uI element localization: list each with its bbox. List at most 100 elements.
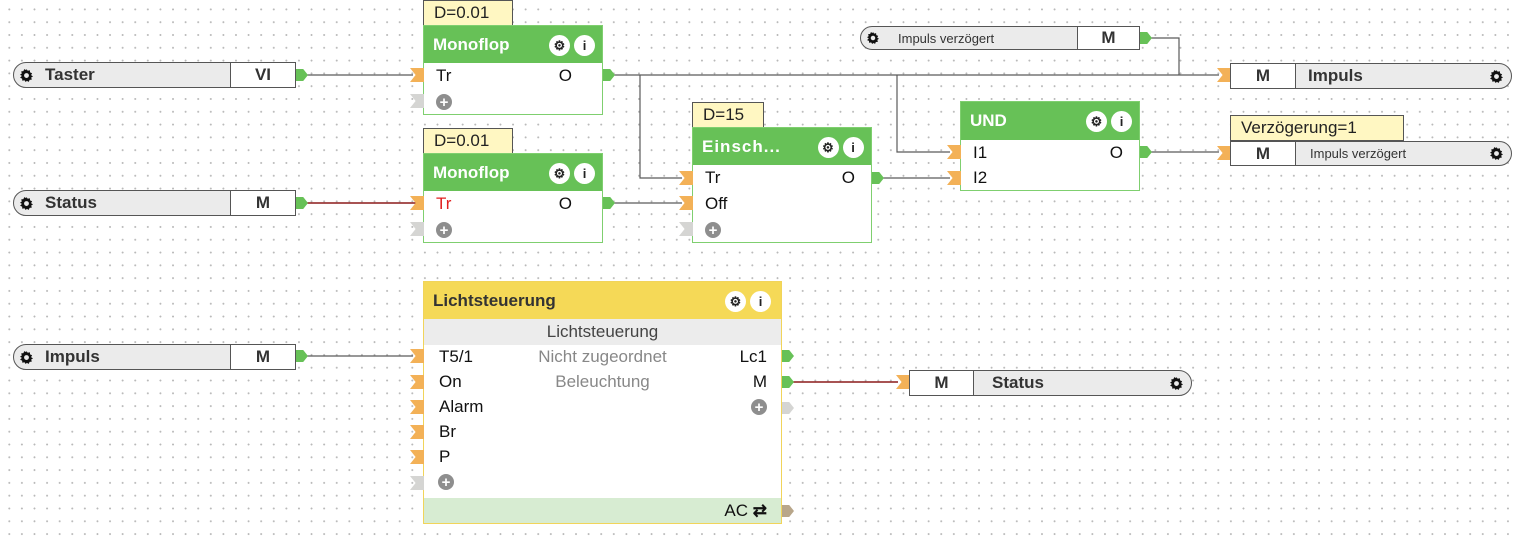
- input-label: Off: [705, 194, 728, 213]
- center-line: Nicht zugeordnet: [538, 347, 667, 366]
- input-impuls-verzoegert[interactable]: Impuls verzögert M: [860, 26, 1140, 50]
- input-label: P: [439, 447, 451, 466]
- input-type: M: [230, 191, 295, 215]
- input-label: Alarm: [439, 397, 484, 416]
- input-label-inverted: Tr: [436, 194, 452, 213]
- param-label[interactable]: D=0.01: [423, 128, 513, 154]
- input-port-add[interactable]: [410, 222, 424, 236]
- input-port[interactable]: [410, 375, 424, 389]
- param-label[interactable]: D=0.01: [423, 0, 513, 26]
- output-port[interactable]: [296, 350, 308, 362]
- input-port[interactable]: [1217, 146, 1231, 160]
- info-icon[interactable]: i: [750, 291, 771, 312]
- output-port[interactable]: [872, 172, 884, 184]
- block-footer: AC ⇄: [424, 498, 781, 523]
- gear-icon[interactable]: [1489, 147, 1503, 161]
- input-port[interactable]: [410, 349, 424, 363]
- output-type: M: [1231, 142, 1296, 165]
- output-status[interactable]: M Status: [909, 370, 1192, 396]
- output-port[interactable]: [1140, 32, 1152, 44]
- gear-icon[interactable]: ⚙: [818, 137, 839, 158]
- input-impuls[interactable]: Impuls M: [13, 344, 296, 370]
- input-port[interactable]: [679, 196, 693, 210]
- input-taster[interactable]: Taster VI: [13, 62, 296, 88]
- input-port[interactable]: [410, 400, 424, 414]
- output-label: O: [841, 168, 855, 187]
- input-type: M: [1077, 27, 1139, 49]
- info-icon[interactable]: i: [1111, 111, 1132, 132]
- gear-icon[interactable]: [1489, 69, 1503, 83]
- input-port[interactable]: [679, 171, 693, 185]
- center-line: Beleuchtung: [555, 372, 650, 391]
- output-label: O: [558, 194, 572, 213]
- input-label: T5/1: [439, 347, 474, 366]
- input-label: I2: [973, 167, 988, 187]
- gear-icon[interactable]: ⚙: [549, 163, 570, 184]
- input-name: Status: [45, 193, 97, 212]
- output-port[interactable]: [603, 197, 615, 209]
- block-title: Einsch...: [702, 136, 781, 156]
- footer-label: AC: [724, 501, 749, 520]
- info-icon[interactable]: i: [574, 163, 595, 184]
- input-name: Impuls verzögert: [898, 30, 995, 46]
- input-port[interactable]: [947, 145, 961, 159]
- output-label: M: [752, 372, 767, 391]
- output-port-ac[interactable]: [782, 505, 794, 517]
- input-port[interactable]: [410, 425, 424, 439]
- output-port[interactable]: [603, 69, 615, 81]
- output-port[interactable]: [782, 350, 794, 362]
- input-label: I1: [973, 142, 988, 162]
- gear-icon[interactable]: [1169, 376, 1183, 390]
- output-impuls[interactable]: M Impuls: [1230, 63, 1512, 89]
- gear-icon[interactable]: [19, 350, 33, 364]
- add-input-icon[interactable]: +: [436, 222, 452, 238]
- input-port[interactable]: [947, 171, 961, 185]
- gear-icon[interactable]: ⚙: [549, 35, 570, 56]
- block-title: Monoflop: [433, 34, 510, 54]
- output-label: O: [1109, 142, 1123, 162]
- input-label: On: [439, 372, 462, 391]
- block-lichtsteuerung[interactable]: Lichtsteuerung ⚙i Lichtsteuerung T5/1 Ni…: [423, 281, 782, 524]
- output-name: Status: [992, 373, 1044, 392]
- input-type: M: [230, 345, 295, 369]
- info-icon[interactable]: i: [574, 35, 595, 56]
- param-label[interactable]: D=15: [692, 102, 764, 128]
- output-port-add[interactable]: [782, 402, 794, 414]
- input-port-add[interactable]: [410, 94, 424, 108]
- gear-icon[interactable]: ⚙: [725, 291, 746, 312]
- block-subtitle: Lichtsteuerung: [424, 319, 781, 345]
- info-icon[interactable]: i: [843, 137, 864, 158]
- wire-impulsverz-impuls: [1150, 37, 1180, 75]
- input-port[interactable]: [1217, 68, 1231, 82]
- add-input-icon[interactable]: +: [438, 474, 454, 490]
- param-label[interactable]: Verzögerung=1: [1230, 115, 1404, 141]
- input-status[interactable]: Status M: [13, 190, 296, 216]
- output-port[interactable]: [782, 376, 794, 388]
- input-port[interactable]: [410, 450, 424, 464]
- swap-arrows-icon: ⇄: [752, 501, 767, 520]
- add-input-icon[interactable]: +: [705, 222, 721, 238]
- input-type: VI: [230, 63, 295, 87]
- gear-icon[interactable]: ⚙: [1086, 111, 1107, 132]
- output-port[interactable]: [296, 69, 308, 81]
- add-output-icon[interactable]: +: [751, 399, 767, 415]
- input-port-add[interactable]: [679, 222, 693, 236]
- wire-branch-einsch-tr: [639, 75, 682, 179]
- input-port[interactable]: [410, 196, 424, 210]
- input-port-add[interactable]: [410, 476, 424, 490]
- add-input-icon[interactable]: +: [436, 94, 452, 110]
- output-name: Impuls: [1308, 66, 1363, 85]
- output-impuls-verzoegert[interactable]: M Impuls verzögert: [1230, 141, 1512, 166]
- output-name: Impuls verzögert: [1310, 146, 1407, 161]
- output-port[interactable]: [296, 197, 308, 209]
- output-port[interactable]: [1140, 146, 1152, 158]
- input-port[interactable]: [896, 375, 910, 389]
- gear-icon[interactable]: [19, 196, 33, 210]
- gear-icon[interactable]: [19, 68, 33, 82]
- gear-icon[interactable]: [866, 31, 880, 45]
- input-port[interactable]: [410, 68, 424, 82]
